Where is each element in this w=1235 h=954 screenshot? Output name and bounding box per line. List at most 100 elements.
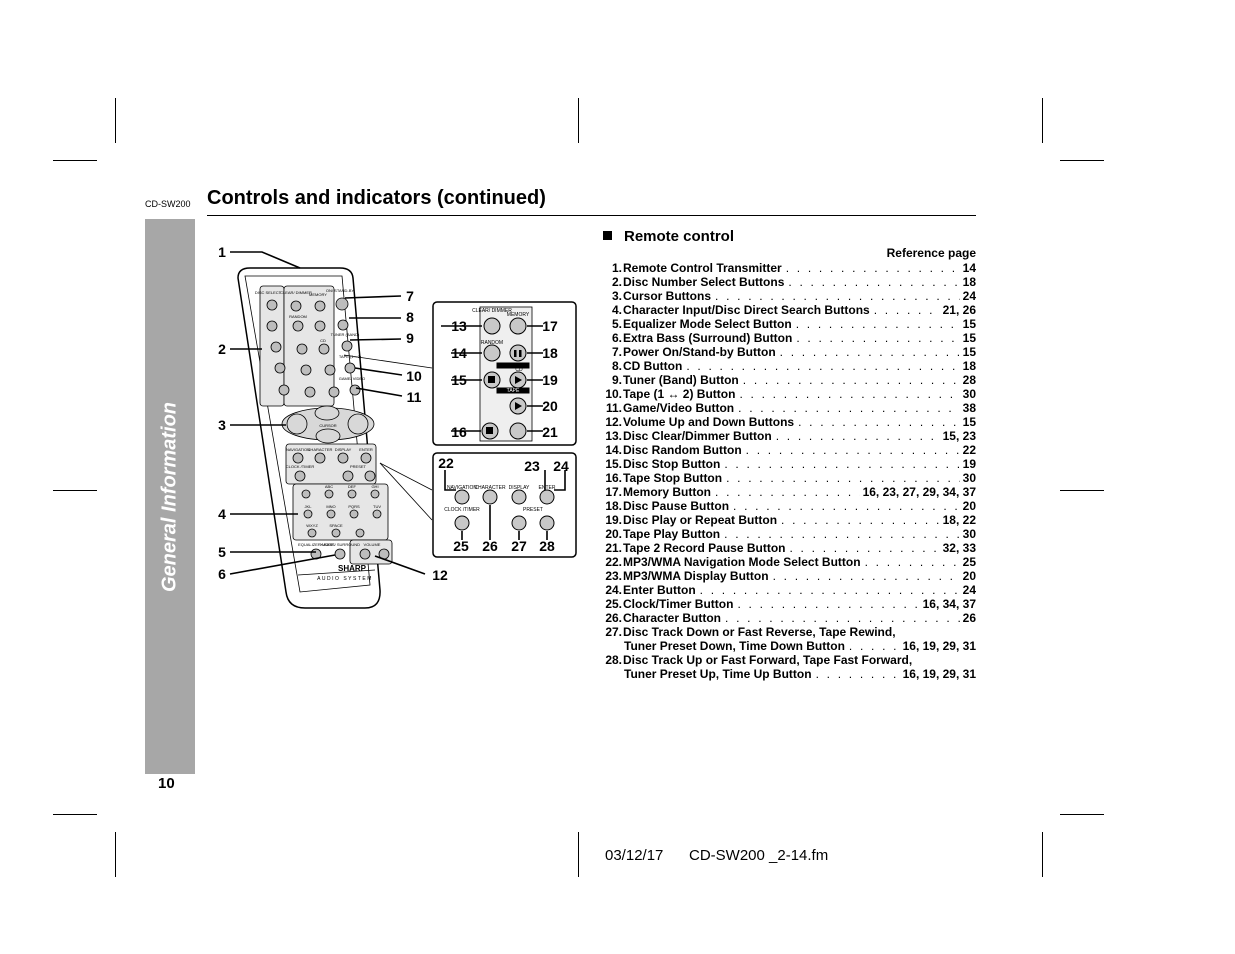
dot-leader — [782, 261, 960, 275]
inset-disc-tape: CLEAR/ DIMMER MEMORY RANDOM CD TAPE — [432, 301, 577, 446]
svg-text:PQRS: PQRS — [348, 504, 360, 509]
dot-leader — [722, 471, 960, 485]
svg-text:DEF: DEF — [348, 484, 357, 489]
section-heading: Remote control — [603, 228, 734, 245]
item-name: Power On/Stand-by Button — [623, 345, 776, 359]
dot-leader — [794, 415, 960, 429]
item-reference-page: 38 — [962, 401, 976, 415]
item-reference-page: 18 — [962, 275, 976, 289]
list-item: 16.Tape Stop Button30 — [597, 471, 976, 485]
crop-mark — [1060, 490, 1104, 491]
svg-text:CLOCK /TIMER: CLOCK /TIMER — [286, 464, 315, 469]
dot-leader — [739, 373, 960, 387]
item-name: Tape (1 ↔ 2) Button — [623, 387, 736, 401]
footer-date: 03/12/17 — [605, 847, 664, 864]
item-number: 14. — [605, 443, 622, 457]
dot-leader — [696, 583, 960, 597]
item-name: CD Button — [623, 359, 683, 373]
crop-mark — [1060, 814, 1104, 815]
item-number: 19. — [605, 513, 622, 527]
item-reference-page: 15 — [962, 345, 976, 359]
item-number: 21. — [605, 541, 622, 555]
list-item-continued: Tuner Preset Up, Time Up Button16, 19, 2… — [597, 667, 976, 681]
crop-mark — [578, 98, 579, 143]
list-item: 3.Cursor Buttons24 — [597, 289, 976, 303]
item-reference-page: 30 — [962, 527, 976, 541]
list-item: 1.Remote Control Transmitter 14 — [597, 261, 976, 275]
svg-text:5: 5 — [218, 544, 226, 560]
svg-text:ABC: ABC — [325, 484, 333, 489]
svg-text:18: 18 — [542, 345, 558, 361]
control-list: 1.Remote Control Transmitter142.Disc Num… — [597, 261, 976, 681]
item-reference-page: 24 — [962, 289, 976, 303]
item-number: 20. — [605, 527, 622, 541]
item-number: 11. — [605, 401, 622, 415]
dot-leader — [742, 443, 960, 457]
callout-numbers: 1 2 3 4 5 6 7 8 9 10 11 12 13 14 15 16 1… — [218, 244, 569, 583]
list-item: 17.Memory Button16, 23, 27, 29, 34, 37 — [597, 485, 976, 499]
list-item: 20.Tape Play Button30 — [597, 527, 976, 541]
svg-text:TUNER (BAND): TUNER (BAND) — [331, 332, 360, 337]
svg-text:8: 8 — [406, 309, 414, 325]
item-number: 27. — [605, 625, 622, 639]
svg-text:CHARACTER: CHARACTER — [474, 485, 506, 491]
crop-mark — [1060, 160, 1104, 161]
item-number: 7. — [611, 345, 622, 359]
crop-mark — [1042, 98, 1043, 143]
item-name: Disc Play or Repeat Button — [623, 513, 778, 527]
item-name: Tape Stop Button — [623, 471, 723, 485]
item-reference-page: 16, 23, 27, 29, 34, 37 — [862, 485, 976, 499]
list-item: 10.Tape (1 ↔ 2) Button30 — [597, 387, 976, 401]
item-number: 12. — [605, 415, 622, 429]
svg-text:GAME/ VIDEO: GAME/ VIDEO — [339, 376, 365, 381]
item-name: Tuner (Band) Button — [623, 373, 739, 387]
item-reference-page: 18, 22 — [942, 513, 976, 527]
item-number: 18. — [605, 499, 622, 513]
title-rule — [207, 215, 976, 216]
list-item: 8.CD Button18 — [597, 359, 976, 373]
item-reference-page: 22 — [962, 443, 976, 457]
svg-text:27: 27 — [511, 538, 527, 554]
list-item: 7.Power On/Stand-by Button 15 — [597, 345, 976, 359]
dot-leader — [792, 331, 959, 345]
item-reference-page: 15 — [962, 317, 976, 331]
item-number: 4. — [611, 303, 622, 317]
item-name-continued: Tuner Preset Down, Time Down Button — [624, 639, 845, 653]
list-item: 27.Disc Track Down or Fast Reverse, Tape… — [597, 625, 976, 639]
list-item: 14.Disc Random Button22 — [597, 443, 976, 457]
svg-text:24: 24 — [553, 458, 569, 474]
dot-leader — [733, 597, 919, 611]
dot-leader — [777, 513, 940, 527]
list-item: 9.Tuner (Band) Button28 — [597, 373, 976, 387]
item-number: 24. — [605, 583, 622, 597]
svg-text:RANDOM: RANDOM — [481, 340, 503, 346]
remote-control-diagram: DISC SELECT CLEAR/ DIMMER MEMORY ON/ STA… — [218, 244, 577, 609]
svg-text:25: 25 — [453, 538, 469, 554]
list-item: 4.Character Input/Disc Direct Search But… — [597, 303, 976, 317]
item-reference-page: 14 — [962, 261, 976, 275]
list-item: 24.Enter Button24 — [597, 583, 976, 597]
item-reference-page: 25 — [962, 555, 976, 569]
svg-text:26: 26 — [482, 538, 498, 554]
item-name: MP3/WMA Display Button — [623, 569, 769, 583]
list-item: 26.Character Button26 — [597, 611, 976, 625]
dot-leader — [735, 387, 959, 401]
list-item: 11.Game/Video Button38 — [597, 401, 976, 415]
item-number: 22. — [605, 555, 622, 569]
item-number: 1. — [611, 261, 622, 275]
item-name: Remote Control Transmitter — [623, 261, 782, 275]
list-item: 13.Disc Clear/Dimmer Button15, 23 — [597, 429, 976, 443]
crop-mark — [53, 490, 97, 491]
svg-text:ENTER: ENTER — [359, 447, 373, 452]
svg-text:28: 28 — [539, 538, 555, 554]
item-number: 10. — [605, 387, 622, 401]
inset-navigation: NAVIGATION CHARACTER DISPLAY ENTER CLOCK… — [432, 452, 577, 558]
svg-text:19: 19 — [542, 372, 558, 388]
list-item: 25.Clock/Timer Button16, 34, 37 — [597, 597, 976, 611]
crop-mark — [115, 832, 116, 877]
dot-leader — [792, 317, 960, 331]
svg-text:1: 1 — [218, 244, 226, 260]
item-name: Character Input/Disc Direct Search Butto… — [623, 303, 870, 317]
dot-leader — [734, 401, 960, 415]
list-item: 19.Disc Play or Repeat Button 18, 22 — [597, 513, 976, 527]
